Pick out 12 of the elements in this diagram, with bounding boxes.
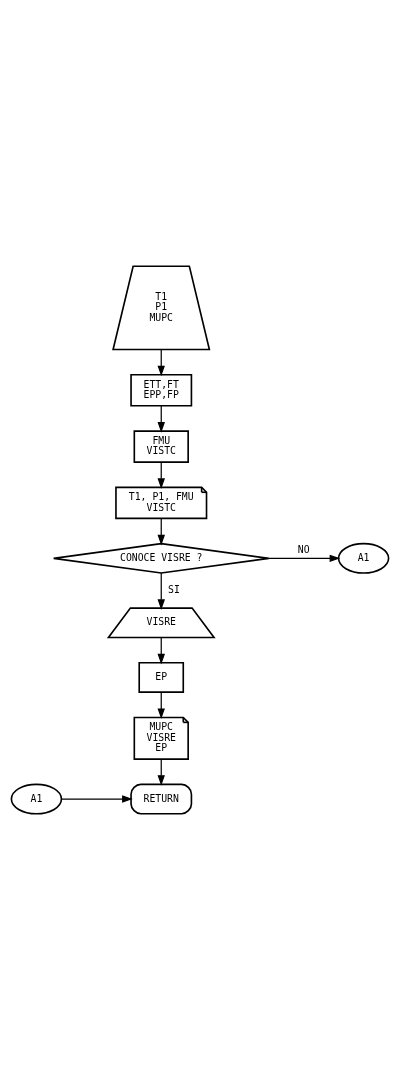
node-box: RETURN [130,783,193,815]
edge-label: NO [297,544,310,556]
node-box: ETT,FT EPP,FP [130,373,193,407]
node-ellipse: A1 [337,542,390,574]
node-box: EP [138,661,185,693]
edge-label: SI [168,584,180,596]
arrow [60,795,133,803]
node-box: FMU VISTC [133,430,189,463]
arrow [268,554,341,563]
arrow [157,572,165,610]
node-ellipse: A1 [10,783,63,815]
node-diamond: CONOCE VISRE ? [52,542,270,574]
